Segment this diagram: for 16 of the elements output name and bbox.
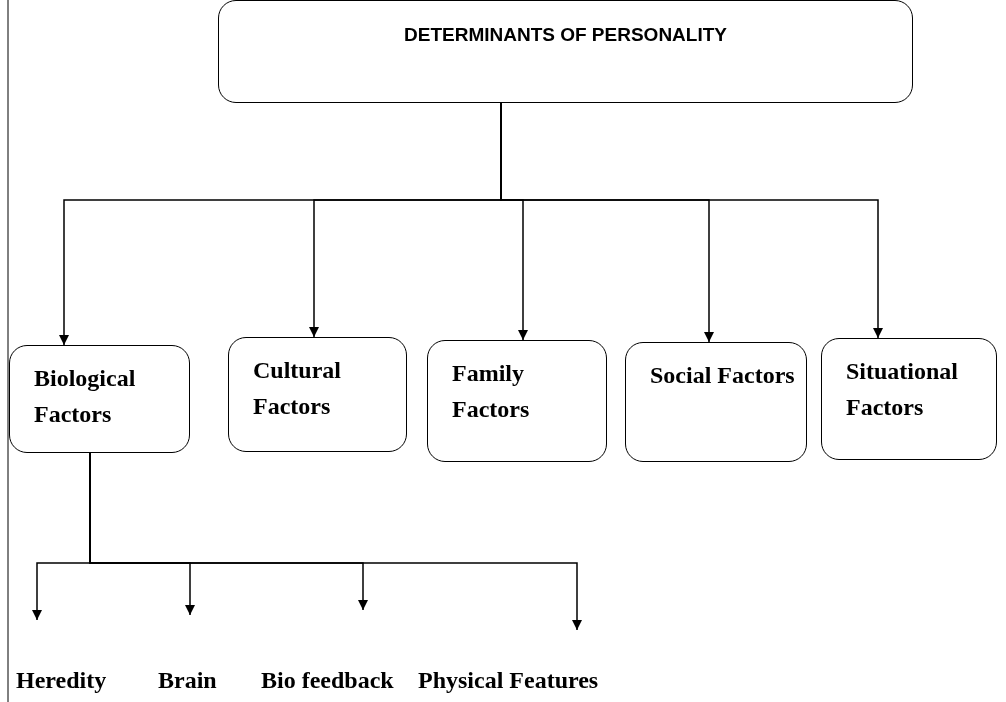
leaf-label: Heredity <box>16 666 108 695</box>
factor-box <box>625 342 807 462</box>
factor-box <box>9 345 190 453</box>
box-label: Situational Factors <box>846 357 960 422</box>
root-box <box>218 0 913 103</box>
factor-box <box>228 337 407 452</box>
box-label: Family Factors <box>452 359 531 424</box>
box-label: DETERMINANTS OF PERSONALITY <box>403 23 728 47</box>
factor-box <box>427 340 607 462</box>
leaf-label: Brain <box>158 666 218 695</box>
leaf-label: Physical Features <box>418 666 600 695</box>
box-label: Cultural Factors <box>253 356 342 421</box>
box-label: Social Factors <box>650 361 796 390</box>
leaf-label: Bio feedback <box>261 666 395 695</box>
factor-box <box>821 338 997 460</box>
box-label: Biological Factors <box>34 364 137 429</box>
